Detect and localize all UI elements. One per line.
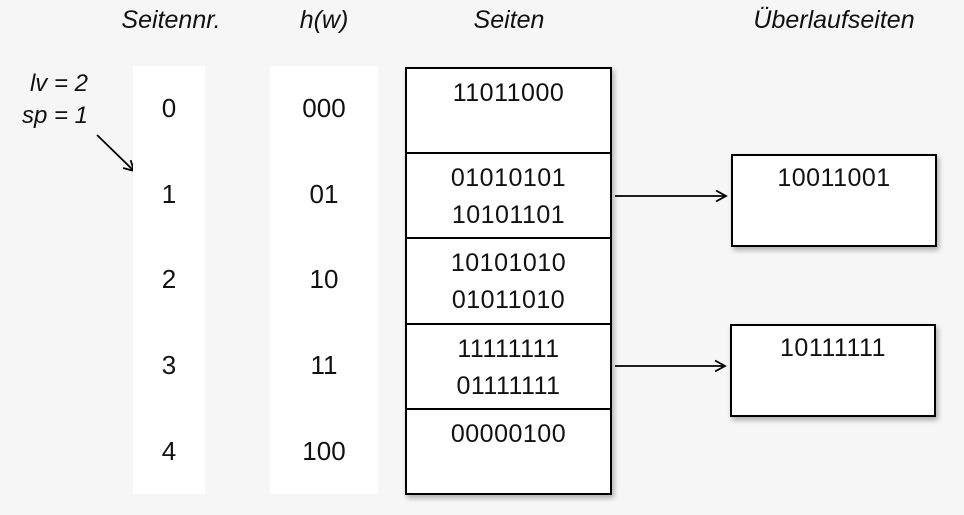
overflow-page-box-row3: 10111111 [730, 324, 936, 417]
page-cell-2: 10101010 01011010 [407, 237, 610, 322]
page-entry: 10101010 [450, 249, 567, 278]
page-number-cell: 1 [133, 152, 205, 238]
page-number-value: 3 [161, 350, 177, 381]
overflow-page-box-row1: 10011001 [731, 154, 937, 247]
hash-value: 01 [309, 178, 339, 209]
split-pointer-arrow-icon [96, 134, 136, 173]
hash-value-column: 000 01 10 11 100 [270, 66, 378, 494]
split-pointer-label: sp = 1 [21, 102, 88, 129]
page-number-value: 4 [161, 435, 177, 466]
hash-value-cell: 11 [270, 323, 378, 409]
hash-value-cell: 000 [270, 66, 378, 152]
page-number-cell: 0 [133, 66, 205, 152]
page-entry: 01011010 [451, 286, 566, 315]
hash-value: 000 [302, 93, 346, 124]
page-number-cell: 4 [133, 408, 205, 494]
level-label: lv = 2 [29, 70, 88, 97]
hash-state-annotation: lv = 2 sp = 1 [6, 68, 88, 132]
page-number-cell: 2 [133, 237, 205, 323]
page-entry: 11011000 [452, 79, 565, 107]
page-entry: 10101101 [451, 201, 566, 230]
page-entry: 01010101 [450, 164, 567, 193]
page-cell-0: 11011000 [407, 69, 610, 152]
page-number-value: 0 [161, 93, 177, 124]
header-pages: Seiten [473, 6, 545, 34]
page-cell-1: 01010101 10101101 [407, 152, 610, 237]
page-cell-3: 11111111 01111111 [407, 322, 610, 408]
header-page-number: Seitennr. [121, 6, 221, 34]
page-entry: 01111111 [456, 371, 561, 400]
hash-value: 11 [310, 350, 338, 381]
page-entry: 11111111 [457, 334, 560, 363]
page-number-column: 0 1 2 3 4 [133, 66, 205, 494]
page-number-cell: 3 [133, 323, 205, 409]
overflow-entry: 10011001 [777, 164, 891, 192]
page-entry: 00000100 [450, 419, 567, 448]
header-hash-function: h(w) [299, 6, 349, 34]
page-number-value: 1 [161, 178, 177, 209]
pages-box: 11011000 01010101 10101101 10101010 0101… [405, 67, 612, 495]
page-number-value: 2 [161, 264, 177, 295]
overflow-entry: 10111111 [780, 334, 886, 362]
page-cell-4: 00000100 [407, 407, 610, 493]
hash-value-cell: 01 [270, 152, 378, 238]
hash-value: 10 [309, 264, 339, 295]
hash-value-cell: 100 [270, 408, 378, 494]
hash-value: 100 [302, 435, 346, 466]
hash-value-cell: 10 [270, 237, 378, 323]
header-overflow-pages: Überlaufseiten [753, 6, 915, 34]
